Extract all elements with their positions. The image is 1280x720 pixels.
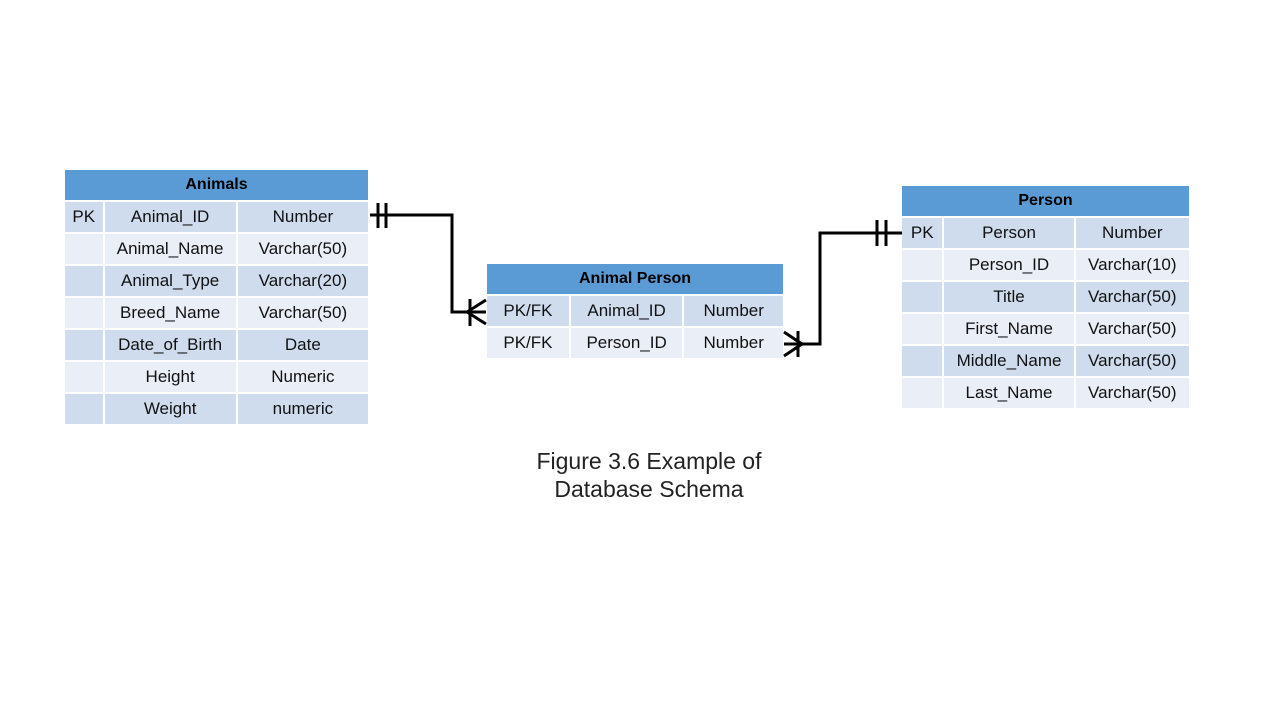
field-name-cell: Animal_Name: [105, 234, 238, 264]
field-name-cell: Title: [944, 282, 1076, 312]
field-name-cell: Height: [105, 362, 238, 392]
field-type-cell: Varchar(50): [258, 239, 348, 258]
caption-line-2: Database Schema: [554, 476, 744, 502]
key-cell: [65, 362, 105, 392]
person-to-animal-person-line: [784, 231, 902, 346]
table-row: PK/FK Person_ID Number: [487, 328, 783, 360]
field-type-cell: Varchar(50): [1088, 383, 1177, 402]
field-type-cell: Varchar(20): [258, 271, 348, 290]
field-type-cell: Varchar(50): [1088, 319, 1177, 338]
key-cell: [65, 234, 105, 264]
key-cell: [902, 346, 945, 376]
field-type-cell: Varchar(50): [1088, 287, 1177, 306]
key-cell: PK/FK: [487, 296, 571, 326]
key-cell: PK/FK: [487, 328, 571, 358]
field-type-cell: Number: [272, 207, 334, 226]
key-cell: PK: [65, 202, 105, 232]
table-row: Breed_Name Varchar(50): [65, 298, 368, 330]
key-cell: [902, 250, 945, 280]
table-row: PK Animal_ID Number: [65, 202, 368, 234]
field-name-cell: Weight: [105, 394, 238, 424]
field-name-cell: Person: [944, 218, 1076, 248]
field-type-cell: Numeric: [271, 367, 335, 386]
field-type-cell: Number: [703, 333, 764, 352]
table-row: First_Name Varchar(50): [902, 314, 1189, 346]
table-row: Animal_Type Varchar(20): [65, 266, 368, 298]
key-cell: [902, 314, 945, 344]
crows-foot-mark: [783, 342, 803, 358]
field-name-cell: Date_of_Birth: [105, 330, 238, 360]
field-name-cell: Person_ID: [944, 250, 1076, 280]
animal-person-table-title: Animal Person: [487, 264, 783, 296]
animals-table-title: Animals: [65, 170, 368, 202]
field-type-cell: numeric: [272, 399, 334, 418]
caption-line-1: Figure 3.6 Example of: [536, 448, 762, 474]
key-cell: [65, 394, 105, 424]
field-type-cell: Varchar(10): [1088, 255, 1177, 274]
table-row: PK Person Number: [902, 218, 1189, 250]
field-type-cell: Number: [1102, 223, 1163, 242]
table-row: Height Numeric: [65, 362, 368, 394]
table-row: Animal_Name Varchar(50): [65, 234, 368, 266]
person-table-title: Person: [902, 186, 1189, 218]
table-row: Date_of_Birth Date: [65, 330, 368, 362]
crows-foot-mark: [466, 310, 487, 326]
field-type-cell: Number: [703, 301, 764, 320]
field-type-cell: Varchar(50): [1088, 351, 1177, 370]
field-type-cell: Varchar(50): [258, 303, 348, 322]
table-row: Last_Name Varchar(50): [902, 378, 1189, 410]
key-cell: PK: [902, 218, 945, 248]
key-cell: [65, 298, 105, 328]
field-name-cell: Animal_ID: [105, 202, 238, 232]
key-cell: [902, 282, 945, 312]
field-name-cell: Middle_Name: [944, 346, 1076, 376]
table-row: PK/FK Animal_ID Number: [487, 296, 783, 328]
table-row: Middle_Name Varchar(50): [902, 346, 1189, 378]
table-row: Weight numeric: [65, 394, 368, 426]
field-type-cell: Date: [284, 335, 321, 354]
field-name-cell: Last_Name: [944, 378, 1076, 408]
field-name-cell: First_Name: [944, 314, 1076, 344]
figure-caption: Figure 3.6 Example of Database Schema: [449, 447, 849, 503]
person-table: Person PK Person Number Person_ID Varcha…: [902, 186, 1189, 410]
key-cell: [65, 330, 105, 360]
field-name-cell: Breed_Name: [105, 298, 238, 328]
crows-foot-mark: [783, 330, 803, 346]
table-row: Person_ID Varchar(10): [902, 250, 1189, 282]
field-name-cell: Animal_ID: [571, 296, 685, 326]
field-name-cell: Animal_Type: [105, 266, 238, 296]
animals-to-animal-person-line: [370, 213, 486, 314]
table-row: Title Varchar(50): [902, 282, 1189, 314]
field-name-cell: Person_ID: [571, 328, 685, 358]
key-cell: [65, 266, 105, 296]
key-cell: [902, 378, 945, 408]
crows-foot-mark: [466, 298, 487, 314]
animal-person-table: Animal Person PK/FK Animal_ID Number PK/…: [487, 264, 783, 360]
animals-table: Animals PK Animal_ID Number Animal_Name …: [65, 170, 368, 426]
